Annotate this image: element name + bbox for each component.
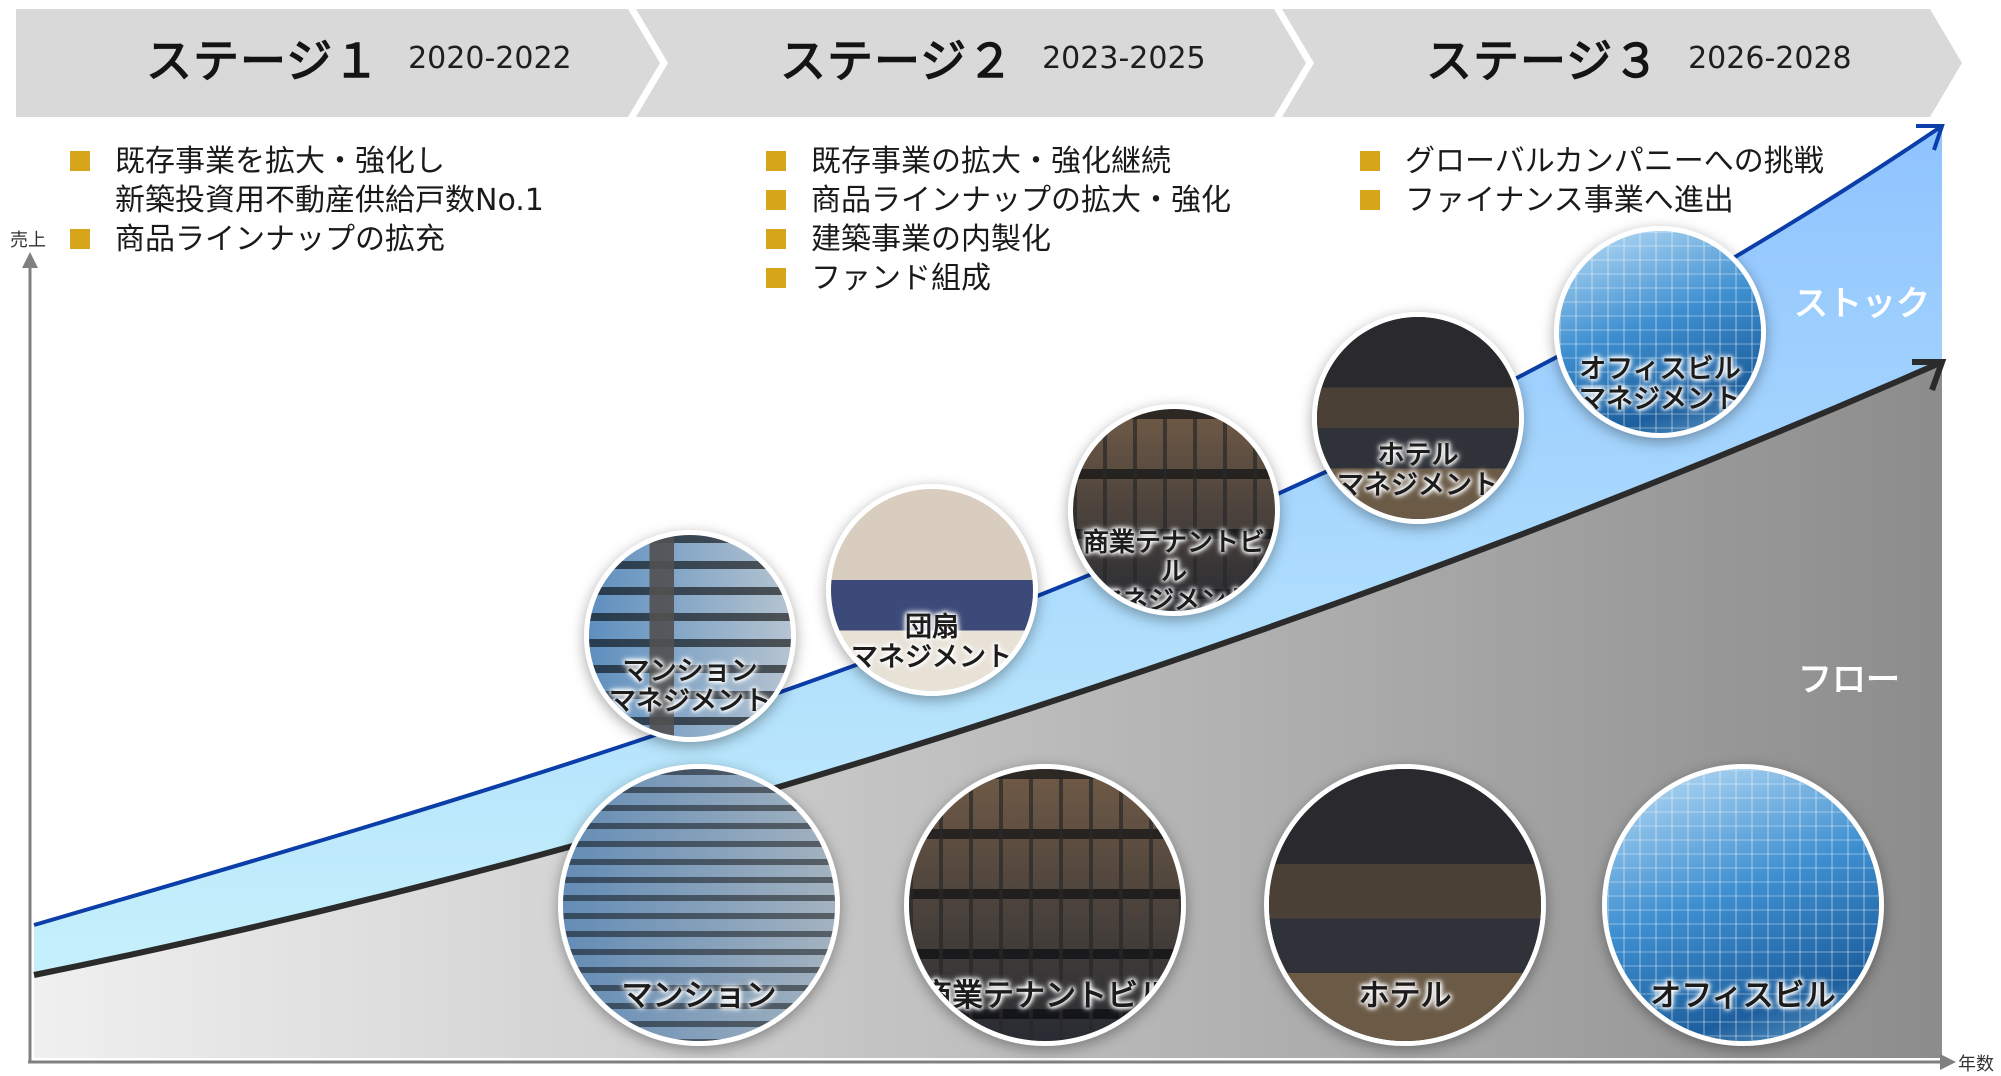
bullet-text: 既存事業の拡大・強化継続 xyxy=(811,144,1171,179)
bullet-square-icon xyxy=(766,229,786,249)
bullet-item: 商品ラインナップの拡充 xyxy=(70,220,544,259)
x-axis-arrowhead xyxy=(1940,1054,1956,1070)
stage-3-years: 2026-2028 xyxy=(1688,40,1852,76)
bullet-item: 既存事業の拡大・強化継続 xyxy=(766,142,1231,181)
stage-1-chevron xyxy=(16,9,660,117)
commercial-building-circle: 商業テナントビル xyxy=(904,764,1186,1046)
circle-label: 商業テナントビル xyxy=(921,978,1169,1014)
commercial-building-icon xyxy=(909,769,1181,1041)
flow-line xyxy=(33,359,1944,978)
stage-3-name: ステージ３ xyxy=(1426,34,1661,88)
bullet-square-icon xyxy=(766,151,786,171)
stock-area xyxy=(34,126,1942,975)
flow-area-label: フロー xyxy=(1798,660,1900,700)
apartment-building-icon xyxy=(589,535,791,737)
bullet-text: ファイナンス事業へ進出 xyxy=(1405,183,1734,218)
hotel-building-icon xyxy=(1269,769,1541,1041)
office-building-circle: オフィスビル xyxy=(1602,764,1884,1046)
bullet-square-icon xyxy=(70,229,90,249)
stage-3-chevron xyxy=(1282,9,1962,117)
mansion-management-circle: マンション マネジメント xyxy=(584,530,796,742)
bullet-square-icon xyxy=(1360,190,1380,210)
stage-2-header: ステージ２ 2023-2025 xyxy=(780,18,1206,98)
office-building-management-circle: オフィスビル マネジメント xyxy=(1554,226,1766,438)
hotel-management-circle: ホテル マネジメント xyxy=(1312,312,1524,524)
stage-2-bullets: 既存事業の拡大・強化継続 商品ラインナップの拡大・強化 建築事業の内製化 ファン… xyxy=(766,142,1231,298)
bullet-square-icon xyxy=(1360,151,1380,171)
circle-label: 団扇 マネジメント xyxy=(851,612,1013,674)
stage-2-years: 2023-2025 xyxy=(1042,40,1206,76)
bullet-item: 既存事業を拡大・強化し 新築投資用不動産供給戸数No.1 xyxy=(70,142,544,220)
stage-1-years: 2020-2022 xyxy=(408,40,572,76)
stage-1-header: ステージ１ 2020-2022 xyxy=(146,18,572,98)
x-axis-label: 年数 xyxy=(1958,1054,1994,1075)
hotel-circle: ホテル xyxy=(1264,764,1546,1046)
bullet-item: グローバルカンパニーへの挑戦 xyxy=(1360,142,1824,181)
circle-label: マンション マネジメント xyxy=(609,656,771,718)
bullet-square-icon xyxy=(766,268,786,288)
bullet-text: ファンド組成 xyxy=(811,261,991,296)
stage-1-name: ステージ１ xyxy=(146,34,381,88)
bullet-text: 建築事業の内製化 xyxy=(811,222,1051,257)
bullet-text: 既存事業を拡大・強化し 新築投資用不動産供給戸数No.1 xyxy=(115,144,544,218)
stage-1-bullets: 既存事業を拡大・強化し 新築投資用不動産供給戸数No.1 商品ラインナップの拡充 xyxy=(70,142,544,259)
y-axis-arrowhead xyxy=(22,252,38,268)
flow-line-arrowhead xyxy=(1912,359,1947,392)
bullet-item: 建築事業の内製化 xyxy=(766,220,1231,259)
bullet-square-icon xyxy=(70,151,90,171)
apartment-building-icon xyxy=(563,769,835,1041)
circle-label: オフィスビル マネジメント xyxy=(1579,354,1741,416)
mansion-circle: マンション xyxy=(558,764,840,1046)
bullet-item: ファイナンス事業へ進出 xyxy=(1360,181,1824,220)
y-axis-label: 売上 xyxy=(10,230,46,251)
bullet-item: ファンド組成 xyxy=(766,259,1231,298)
bullet-text: グローバルカンパニーへの挑戦 xyxy=(1405,144,1824,179)
office-building-icon xyxy=(1559,231,1761,433)
circle-label: ホテル xyxy=(1358,978,1452,1014)
hotel-room-icon xyxy=(831,489,1033,691)
stock-area-label: ストック xyxy=(1794,284,1930,324)
bullet-text: 商品ラインナップの拡充 xyxy=(115,222,445,257)
uchiwa-management-circle: 団扇 マネジメント xyxy=(826,484,1038,696)
bullet-square-icon xyxy=(766,190,786,210)
stock-line-arrowhead xyxy=(1916,124,1945,151)
stage-3-bullets: グローバルカンパニーへの挑戦 ファイナンス事業へ進出 xyxy=(1360,142,1824,220)
commercial-building-icon xyxy=(1073,409,1275,611)
stage-2-name: ステージ２ xyxy=(780,34,1015,88)
circle-label: オフィスビル xyxy=(1650,978,1836,1014)
commercial-building-management-circle: 商業テナントビル マネジメント xyxy=(1068,404,1280,616)
bullet-item: 商品ラインナップの拡大・強化 xyxy=(766,181,1231,220)
bullet-text: 商品ラインナップの拡大・強化 xyxy=(811,183,1231,218)
circle-label: マンション xyxy=(621,978,777,1014)
hotel-building-icon xyxy=(1317,317,1519,519)
office-building-icon xyxy=(1607,769,1879,1041)
stage-2-chevron xyxy=(636,9,1306,117)
circle-label: 商業テナントビル マネジメント xyxy=(1082,528,1265,616)
circle-label: ホテル マネジメント xyxy=(1337,440,1499,502)
stage-3-header: ステージ３ 2026-2028 xyxy=(1426,18,1852,98)
